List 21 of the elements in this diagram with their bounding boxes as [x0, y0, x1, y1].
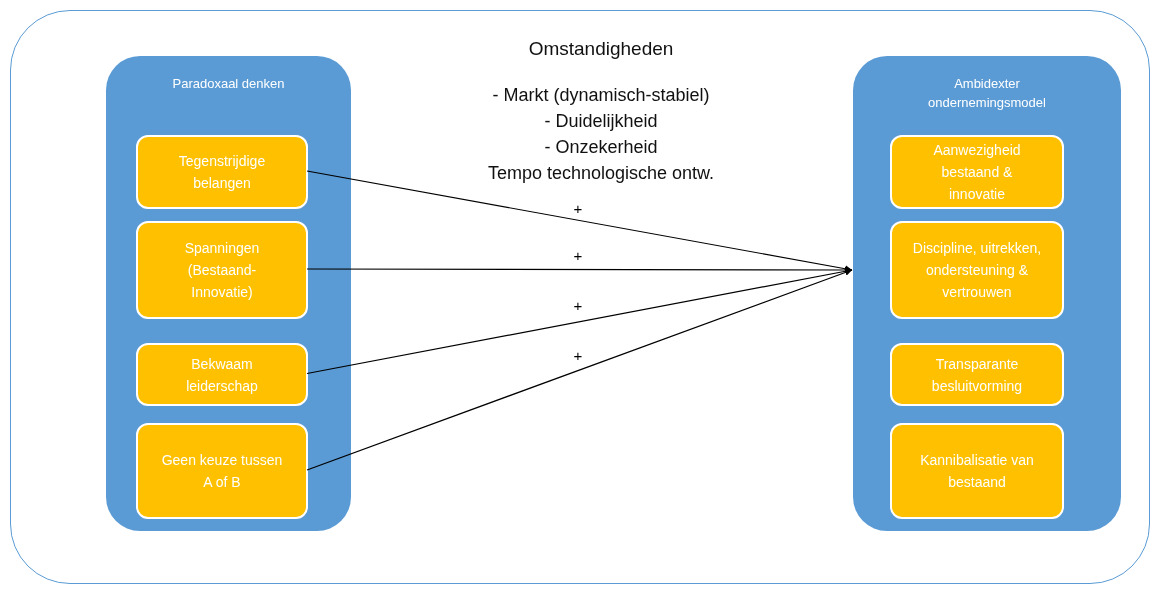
panel-heading: Paradoxaal denken	[172, 75, 285, 93]
condition-item: - Markt (dynamisch-stabiel)	[492, 83, 710, 107]
arrow	[306, 266, 853, 274]
condition-item: - Duidelijkheid	[544, 109, 658, 133]
condition-item: Tempo technologische ontw.	[487, 161, 715, 185]
factor-box: Kannibalisatie van bestaand	[890, 423, 1064, 519]
condition-item: - Onzekerheid	[544, 135, 658, 159]
context-frame	[10, 10, 1150, 584]
factor-box: Bekwaam leiderschap	[136, 343, 308, 406]
factor-box: Discipline, uitrekken, ondersteuning & vertrouwen	[890, 221, 1064, 319]
group-panel	[853, 56, 1121, 531]
arrow	[306, 269, 853, 471]
panel-heading: Ambidexter ondernemingsmodel	[927, 75, 1047, 112]
arrow	[306, 267, 853, 375]
factor-box: Aanwezigheid bestaand & innovatie	[890, 135, 1064, 209]
factor-box: Transparante besluitvorming	[890, 343, 1064, 406]
group-panel	[106, 56, 351, 531]
factor-box: Geen keuze tussen A of B	[136, 423, 308, 519]
frame-heading: Omstandigheden	[528, 37, 674, 61]
factor-box: Tegenstrijdige belangen	[136, 135, 308, 209]
factor-box: Spanningen (Bestaand-Innovatie)	[136, 221, 308, 319]
